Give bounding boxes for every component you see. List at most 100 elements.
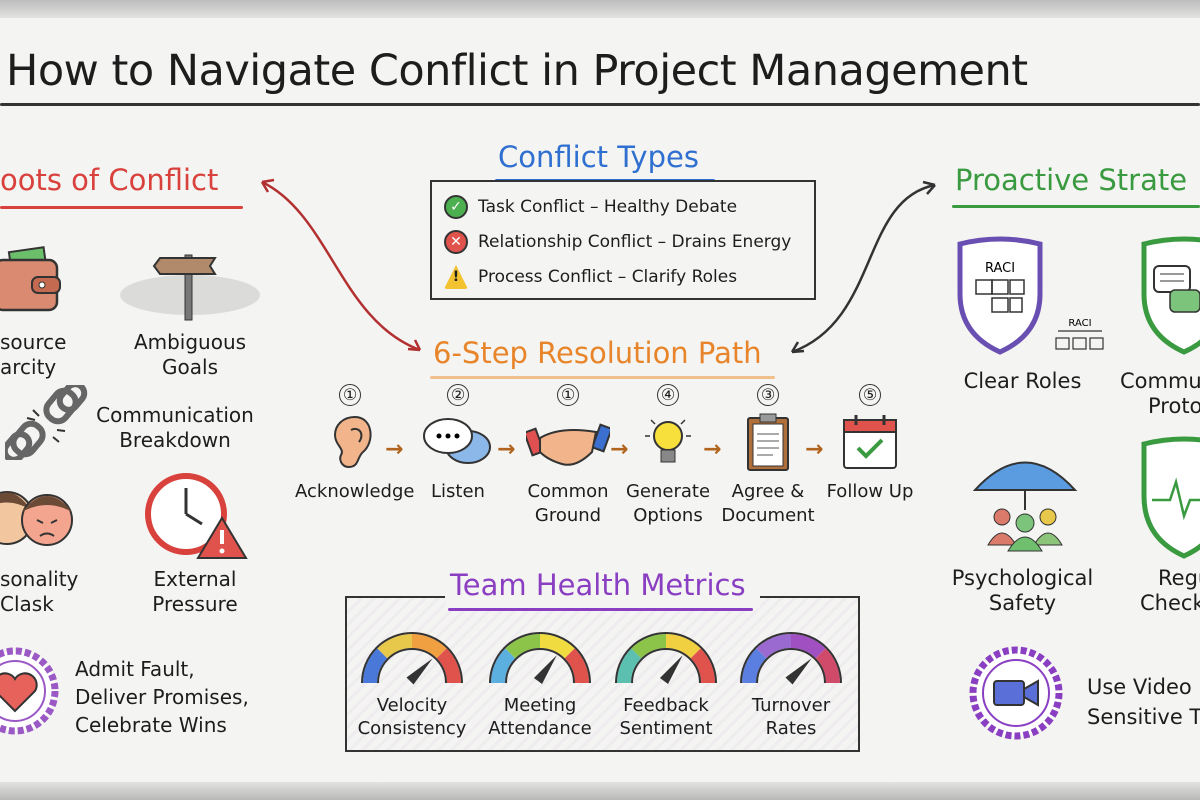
raci-small-label: RACI — [1068, 318, 1091, 329]
gauge-icon — [740, 632, 842, 685]
step-listen: ② Listen — [403, 384, 513, 504]
metrics-heading: Team Health Metrics — [450, 568, 746, 602]
gauge-outline — [361, 632, 463, 684]
step-number: ① — [557, 384, 579, 406]
heart-badge-icon — [0, 647, 59, 735]
gauge-segment — [742, 648, 767, 684]
roots-underline — [0, 206, 243, 209]
arrow-roots-to-resolution — [261, 180, 421, 352]
gauge-segment — [617, 648, 642, 684]
gauge-segment — [790, 634, 826, 659]
x-icon: ✕ — [444, 230, 468, 254]
conflict-types-heading: Conflict Types — [498, 140, 699, 174]
chat-shield-icon — [1141, 236, 1200, 355]
umbrella-people-icon — [972, 461, 1078, 552]
whiteboard-frame-bottom — [0, 782, 1200, 800]
warning-icon: ! — [444, 265, 468, 289]
calendar-check-icon — [843, 415, 897, 469]
roots-badge-text: Admit Fault, Deliver Promises, Celebrate… — [75, 655, 249, 739]
gauge-segment — [377, 634, 413, 659]
gauge-segment — [539, 634, 575, 659]
page-title: How to Navigate Conflict in Project Mana… — [6, 46, 1028, 96]
metrics-underline — [448, 608, 753, 611]
conflict-type-task: ✓ Task Conflict – Healthy Debate — [444, 195, 737, 219]
conflict-type-text: Task Conflict – Healthy Debate — [478, 197, 738, 217]
arrow-right-icon: → — [703, 437, 722, 462]
proactive-label-clear-roles: Clear Roles — [963, 369, 1082, 393]
pulse-shield-icon — [1141, 436, 1200, 559]
gauge-needle — [406, 658, 433, 685]
proactive-label-regular-checkins: ReguCheck — [1140, 566, 1200, 615]
gauge-needle — [785, 658, 812, 685]
conflict-type-process: ! Process Conflict – Clarify Roles — [444, 265, 737, 289]
badge-line: Use Video — [1087, 675, 1192, 699]
step-follow-up: ⑤ Follow Up — [815, 384, 925, 504]
whiteboard-frame-top — [0, 0, 1200, 18]
heading-backdrop — [445, 568, 760, 608]
wallet-icon — [0, 246, 61, 312]
conflict-type-text: Process Conflict – Clarify Roles — [478, 267, 738, 287]
handshake-icon — [526, 423, 610, 466]
step-number: ① — [339, 384, 361, 406]
gauge-needle — [659, 655, 683, 684]
gauge-icon — [361, 632, 463, 685]
gauge-icon — [489, 632, 591, 684]
arrow-right-icon: → — [805, 437, 824, 462]
check-icon: ✓ — [444, 195, 468, 219]
gauge-outline — [615, 632, 717, 684]
gauge-segment — [564, 648, 589, 684]
badge-line: Deliver Promises, — [75, 685, 249, 709]
proactive-badge-text: Use Video Sensitive T — [1087, 672, 1200, 732]
gauge-outline — [740, 632, 842, 684]
arrow-proactive-to-resolution — [791, 183, 936, 354]
step-agree-document: ③ Agree &Document — [713, 384, 823, 528]
resolution-underline — [430, 376, 775, 379]
arrow-right-icon: → — [497, 437, 516, 462]
gauge-outline — [489, 632, 591, 684]
gauge-needle — [533, 655, 557, 684]
proactive-underline — [952, 205, 1200, 208]
conflict-type-relationship: ✕ Relationship Conflict – Drains Energy — [444, 230, 791, 254]
clock-warning-icon — [145, 473, 248, 559]
resolution-heading: 6-Step Resolution Path — [433, 336, 762, 370]
step-acknowledge: ① Acknowledge — [295, 384, 414, 504]
step-label: Listen — [431, 481, 485, 502]
raci-label: RACI — [985, 261, 1015, 276]
badge-line: Admit Fault, — [75, 657, 195, 681]
step-label: Agree &Document — [721, 481, 815, 526]
faces-icon — [0, 491, 73, 546]
step-number: ④ — [657, 384, 679, 406]
video-camera-icon — [969, 646, 1063, 740]
clipboard-icon — [747, 413, 789, 471]
roots-heading: oots of Conflict — [0, 163, 219, 197]
gauge-segment — [363, 648, 388, 684]
gauge-segment — [491, 648, 516, 684]
step-number: ⑤ — [859, 384, 881, 406]
gauge-segment — [436, 648, 461, 684]
lightbulb-icon — [645, 419, 691, 463]
title-underline — [0, 103, 1200, 106]
gauge-segment — [665, 634, 701, 659]
signpost-icon — [120, 254, 260, 321]
gauge-segment — [756, 634, 792, 659]
conflict-types-box: ✓ Task Conflict – Healthy Debate ✕ Relat… — [430, 180, 816, 300]
badge-line: Celebrate Wins — [75, 713, 227, 737]
gauge-icon — [615, 632, 717, 684]
gauge-segment — [505, 634, 541, 659]
raci-shield-icon: RACI RACI — [957, 236, 1104, 355]
step-label: Follow Up — [826, 481, 914, 502]
